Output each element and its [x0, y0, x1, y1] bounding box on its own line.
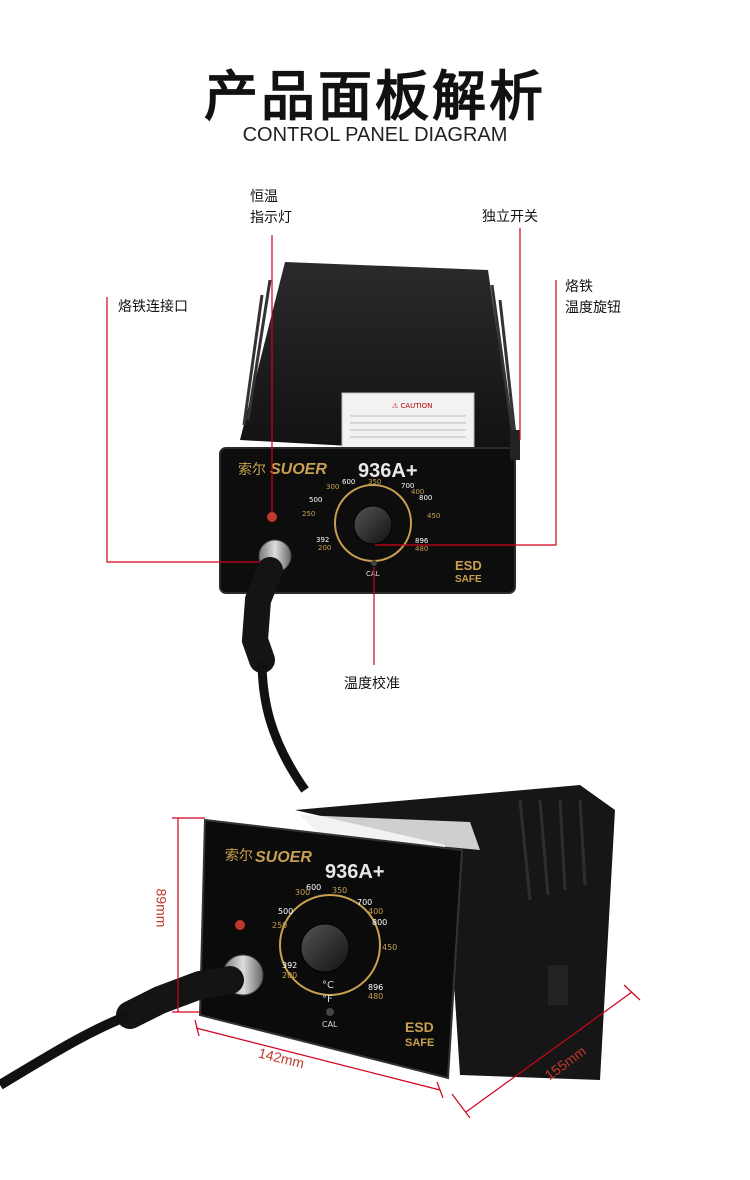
svg-text:300: 300 — [295, 888, 310, 897]
page-title: 产品面板解析 — [204, 65, 546, 128]
dimension-lines — [172, 817, 641, 1119]
svg-text:800: 800 — [419, 494, 432, 502]
svg-text:600: 600 — [342, 478, 355, 486]
svg-text:300: 300 — [326, 483, 339, 491]
callout-connector-label: 烙铁连接口 — [118, 299, 188, 315]
svg-text:ESD: ESD — [455, 558, 482, 573]
model-number: 936A+ — [358, 460, 418, 482]
bottom-device: 索尔 SUOER 936A+ 500 600 700 800 392 896 2… — [0, 785, 615, 1090]
page-subtitle: CONTROL PANEL DIAGRAM — [242, 124, 508, 146]
callout-switch-label: 独立开关 — [482, 209, 538, 225]
svg-text:SAFE: SAFE — [405, 1037, 434, 1049]
bottom-side-switch — [548, 965, 568, 1005]
iron-cable — [257, 659, 309, 793]
indicator-led — [267, 512, 277, 522]
cooling-fins — [242, 279, 517, 436]
top-label — [300, 815, 480, 850]
svg-text:400: 400 — [368, 907, 383, 916]
svg-text:SUOER: SUOER — [255, 849, 312, 866]
svg-text:392: 392 — [282, 961, 297, 970]
svg-text:°F: °F — [322, 994, 333, 1005]
svg-text:480: 480 — [368, 992, 383, 1001]
svg-text:600: 600 — [306, 883, 321, 892]
calibration-port — [371, 560, 377, 566]
svg-text:480: 480 — [415, 545, 428, 553]
callout-knob-label: 烙铁 温度旋钮 — [565, 279, 621, 316]
svg-text:700: 700 — [401, 482, 414, 490]
svg-text:250: 250 — [302, 510, 315, 518]
svg-text:896: 896 — [415, 537, 429, 545]
svg-text:500: 500 — [278, 907, 293, 916]
dimension-height: 89mm — [153, 888, 170, 928]
svg-text:896: 896 — [368, 983, 383, 992]
svg-text:350: 350 — [332, 886, 347, 895]
svg-text:450: 450 — [427, 512, 440, 520]
svg-text:350: 350 — [368, 478, 381, 486]
svg-text:CAL: CAL — [322, 1020, 338, 1029]
bottom-dial-ring — [279, 894, 381, 996]
bottom-temperature-knob — [300, 923, 350, 973]
bottom-indicator-led — [235, 920, 245, 930]
callout-calibration-label: 温度校准 — [344, 676, 400, 692]
svg-text:450: 450 — [382, 943, 397, 952]
svg-text:250: 250 — [272, 921, 287, 930]
svg-text:ESD: ESD — [405, 1019, 434, 1035]
svg-text:400: 400 — [411, 488, 424, 496]
callout-indicator-label: 恒温 指示灯 — [250, 189, 292, 226]
svg-text:索尔: 索尔 — [225, 847, 253, 864]
power-switch — [510, 430, 520, 460]
svg-text:200: 200 — [318, 544, 331, 552]
brand-cn: 索尔 — [238, 461, 266, 478]
svg-text:936A+: 936A+ — [325, 861, 385, 883]
brand-en: SUOER — [270, 461, 327, 478]
svg-text:SAFE: SAFE — [455, 574, 482, 585]
svg-text:392: 392 — [316, 536, 329, 544]
svg-text:700: 700 — [357, 898, 372, 907]
caution-text: ⚠ CAUTION — [392, 402, 432, 410]
svg-text:CAL: CAL — [366, 570, 380, 578]
svg-text:500: 500 — [309, 496, 322, 504]
svg-text:°C: °C — [322, 980, 334, 991]
svg-text:800: 800 — [372, 918, 387, 927]
caution-label — [341, 392, 475, 450]
top-device: ⚠ CAUTION 索尔 SUOER 936A+ 500 600 700 800… — [219, 262, 520, 793]
svg-text:200: 200 — [282, 971, 297, 980]
temperature-knob — [353, 505, 393, 545]
callout-lines — [106, 228, 557, 665]
